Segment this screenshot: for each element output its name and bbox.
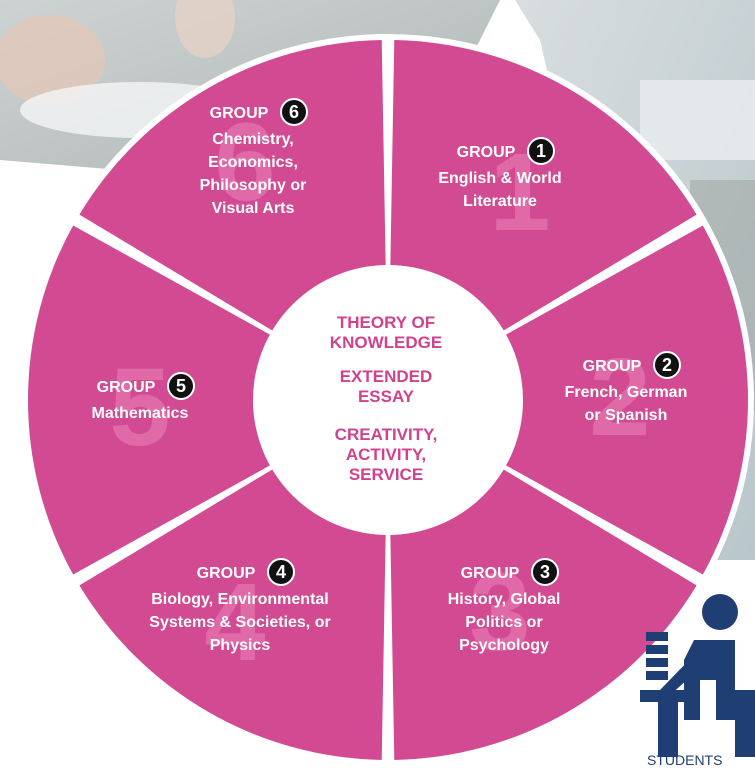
group-2-number: 2 — [662, 355, 672, 375]
group-3-number: 3 — [540, 562, 550, 582]
student-at-desk-icon — [640, 594, 755, 757]
group-6-subject-line: Visual Arts — [212, 200, 295, 217]
group-4-number: 4 — [276, 562, 286, 582]
group-1-number: 1 — [536, 141, 546, 161]
hub-cas-line3c: SERVICE — [349, 465, 423, 484]
hub-tok-line1a: THEORY OF — [337, 313, 435, 332]
group-4-watermark-numeral: 4 — [204, 561, 265, 684]
group-6-number: 6 — [289, 102, 299, 122]
core-text: THEORY OF KNOWLEDGE EXTENDED ESSAY CREAT… — [330, 313, 442, 484]
group-4-number-badge — [267, 558, 295, 586]
group-4-subject-line: Physics — [210, 637, 271, 654]
group-6-subject-line: Chemistry, — [212, 131, 294, 148]
group-5-title: GROUP — [97, 379, 156, 396]
group-4-title: GROUP — [197, 565, 256, 582]
hub-cas-line3b: ACTIVITY, — [346, 445, 426, 464]
core-hub — [253, 265, 523, 535]
group-1-number-badge — [527, 137, 555, 165]
group-5-number-badge — [167, 372, 195, 400]
group-6-number-badge — [280, 98, 308, 126]
group-1-subject-line: Literature — [463, 193, 537, 210]
hub-ee-line2b: ESSAY — [358, 387, 415, 406]
group-6-watermark-numeral: 6 — [214, 101, 275, 224]
group-3-title: GROUP — [461, 565, 520, 582]
group-3-subject-line: Psychology — [459, 637, 549, 654]
hub-ee-line2a: EXTENDED — [340, 367, 433, 386]
group-2-number-badge — [653, 351, 681, 379]
group-6-subject-line: Philosophy or — [200, 177, 307, 194]
group-1-subject-line: English & World — [438, 170, 561, 187]
group-6-title: GROUP — [210, 105, 269, 122]
group-2-title: GROUP — [583, 358, 642, 375]
group-3-subject-line: History, Global — [448, 591, 561, 608]
group-1-title: GROUP — [457, 144, 516, 161]
group-6-subject-line: Economics, — [208, 154, 298, 171]
segment-group-5 — [27, 225, 388, 575]
group-2-watermark-numeral: 2 — [589, 336, 650, 459]
students-caption: STUDENTS — [647, 752, 722, 768]
group-5-number: 5 — [176, 376, 186, 396]
group-5-subject-line: Mathematics — [92, 405, 189, 422]
group-3-watermark-numeral: 3 — [469, 551, 530, 674]
group-3-number-badge — [531, 558, 559, 586]
hub-tok-line1b: KNOWLEDGE — [330, 333, 442, 352]
group-2-subject-line: French, German — [565, 384, 688, 401]
hub-cas-line3a: CREATIVITY, — [335, 425, 438, 444]
group-3-subject-line: Politics or — [465, 614, 542, 631]
segment-group-2 — [388, 225, 748, 575]
group-4-subject-line: Systems & Societies, or — [149, 614, 330, 631]
group-4-subject-line: Biology, Environmental — [151, 591, 329, 608]
group-5-watermark-numeral: 5 — [109, 346, 170, 469]
group-2-subject-line: or Spanish — [585, 407, 668, 424]
